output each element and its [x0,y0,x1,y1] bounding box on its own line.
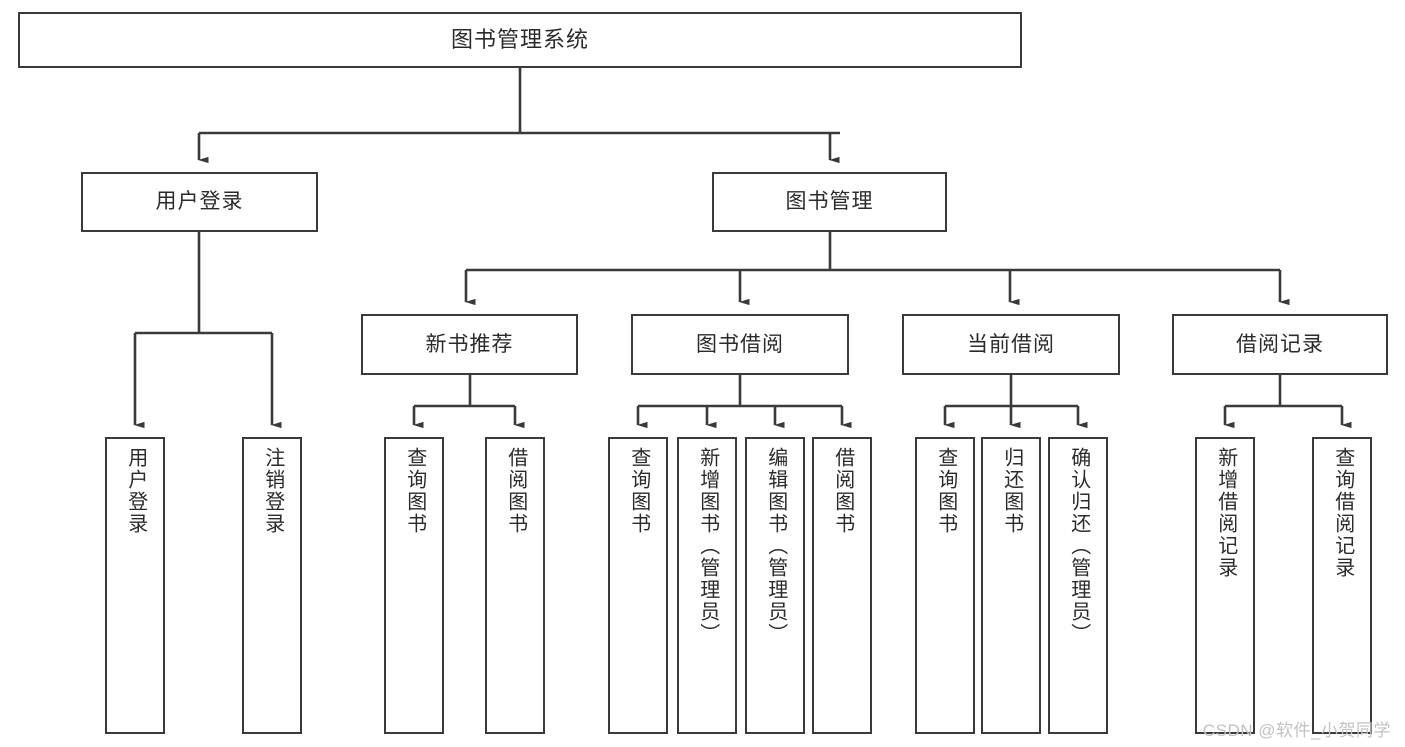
leaf-book-borrow-edit[interactable]: 编辑图书（管理员） [745,437,805,734]
node-new-book-recommend[interactable]: 新书推荐 [361,314,578,375]
leaf-label: 查询图书 [934,447,957,535]
node-label: 当前借阅 [967,332,1055,356]
leaf-book-borrow-borrow[interactable]: 借阅图书 [812,437,872,734]
node-label: 新书推荐 [425,332,514,356]
leaf-label: 查询图书 [403,447,426,535]
node-book-management[interactable]: 图书管理 [712,172,947,232]
node-label: 图书管理系统 [450,26,589,52]
leaf-new-book-borrow[interactable]: 借阅图书 [485,437,545,734]
node-label: 图书管理 [785,190,874,214]
leaf-label: 查询图书 [627,447,650,535]
leaf-label: 编辑图书（管理员） [764,447,787,645]
node-label: 用户登录 [155,190,244,214]
leaf-label: 注销登录 [261,447,284,535]
leaf-user-login-signin[interactable]: 用户登录 [105,437,165,734]
leaf-new-book-query[interactable]: 查询图书 [384,437,444,734]
node-book-borrow[interactable]: 图书借阅 [631,314,849,375]
node-borrow-record[interactable]: 借阅记录 [1172,314,1388,375]
leaf-borrow-record-query[interactable]: 查询借阅记录 [1312,437,1372,734]
csdn-watermark: CSDN @软件_小贺同学 [1202,721,1391,740]
node-label: 借阅记录 [1236,332,1324,356]
leaf-user-login-signout[interactable]: 注销登录 [242,437,302,734]
node-label: 图书借阅 [696,332,784,356]
leaf-label: 确认归还（管理员） [1067,447,1090,645]
leaf-current-borrow-return[interactable]: 归还图书 [981,437,1041,734]
leaf-current-borrow-query[interactable]: 查询图书 [915,437,975,734]
leaf-label: 查询借阅记录 [1331,447,1354,579]
node-root-system[interactable]: 图书管理系统 [18,12,1022,68]
leaf-label: 新增图书（管理员） [696,447,719,645]
leaf-label: 新增借阅记录 [1214,447,1237,579]
leaf-book-borrow-add[interactable]: 新增图书（管理员） [677,437,737,734]
node-current-borrow[interactable]: 当前借阅 [902,314,1120,375]
leaf-label: 归还图书 [1000,447,1023,535]
leaf-book-borrow-query[interactable]: 查询图书 [608,437,668,734]
leaf-current-borrow-confirm-return[interactable]: 确认归还（管理员） [1048,437,1108,734]
leaf-label: 用户登录 [124,447,147,535]
node-user-login[interactable]: 用户登录 [81,172,318,232]
leaf-borrow-record-add[interactable]: 新增借阅记录 [1195,437,1255,734]
leaf-label: 借阅图书 [831,447,854,535]
leaf-label: 借阅图书 [504,447,527,535]
